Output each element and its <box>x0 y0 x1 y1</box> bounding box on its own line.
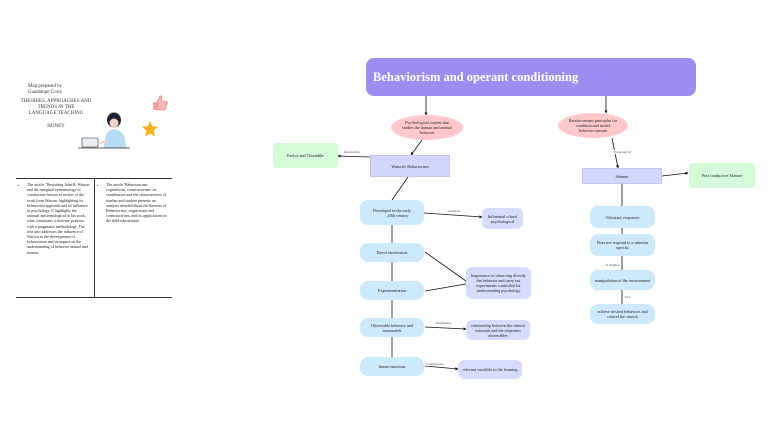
importance-node: Importance of observing directly the beh… <box>466 267 531 299</box>
relevant-variables-node: relevant variables to the learning <box>458 360 522 379</box>
proposed-by-label: Proposed by <box>614 150 632 154</box>
experimentation-node: Experimentation <box>360 281 424 300</box>
inspired-by-label: Inspired by <box>344 150 360 154</box>
prepared-by: Map prepared by Guadalupe Corio <box>27 84 63 95</box>
compared-to-label: Compared to <box>426 362 445 366</box>
achieve-behaviors-node: achieve desired behaviors and control th… <box>590 304 655 324</box>
emphasize-label: Emphasize <box>436 321 452 325</box>
skinner-node: Skinner <box>582 168 662 184</box>
reader-with-laptop-illustration <box>78 112 130 149</box>
direct-observation-node: Direct observation <box>360 243 424 262</box>
use-label: Use <box>625 295 631 299</box>
it-implies-label: It implies <box>606 263 620 267</box>
tag-label: HONEY <box>47 124 65 129</box>
observable-behavior-node: Observable behavior and measurable <box>360 318 424 337</box>
watson-behaviorism-node: Watson's Behaviorism <box>370 155 450 177</box>
article-summary-table: The article "Revisiting John B. Watson a… <box>16 178 172 298</box>
star-icon <box>141 120 159 137</box>
right-premise-node: Reinforcement principles for condition a… <box>558 113 628 138</box>
relationship-node: relationship between the stimuli externa… <box>466 320 530 340</box>
pavlov-thorndike-node: Pavlov and Thorndike <box>273 143 338 168</box>
map-title: Behaviorism and operant conditioning <box>366 58 696 96</box>
thumbs-up-icon <box>153 95 168 111</box>
influential-school-node: Influential school psychological <box>482 208 523 229</box>
right-article-summary: The article 'Behaviourism: cognitivism, … <box>95 179 172 297</box>
left-premise-node: Psychological current that studies the h… <box>391 115 463 140</box>
generate-label: Generate <box>448 209 461 213</box>
voluntary-responses-node: Voluntary responses <box>590 206 655 228</box>
no-specific-stimulus-node: Does not respond to a stimulus specific <box>590 234 655 256</box>
developed-node: Developed in the early 20th century <box>360 200 424 225</box>
course-title: THEORIES, APPROACHES AND TRENDS IN THE L… <box>20 99 92 116</box>
post-conductist-node: Post conductive Skinner <box>689 163 755 188</box>
manipulation-node: manipulation of the environment <box>590 270 655 290</box>
left-article-summary: The article "Revisiting John B. Watson a… <box>16 179 94 297</box>
innate-emotions-node: Innate emotions <box>360 357 424 376</box>
